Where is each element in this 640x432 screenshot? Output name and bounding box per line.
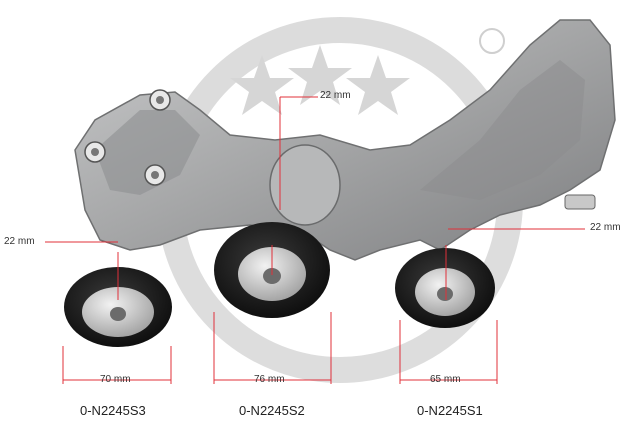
tensioner-bracket: [74, 19, 616, 261]
part-number-center: 0-N2245S2: [239, 403, 305, 418]
height-label-left: 22 mm: [4, 236, 35, 247]
registered-mark: [479, 28, 505, 54]
width-label-left: 70 mm: [100, 374, 131, 385]
part-number-left: 0-N2245S3: [80, 403, 146, 418]
height-label-top: 22 mm: [320, 90, 351, 101]
dimension-lines: [45, 96, 585, 384]
width-label-right: 65 mm: [430, 374, 461, 385]
part-number-right: 0-N2245S1: [417, 403, 483, 418]
pulley-left: [64, 267, 172, 347]
width-label-center: 76 mm: [254, 374, 285, 385]
pulley-right: [395, 248, 495, 328]
height-label-right: 22 mm: [590, 222, 621, 233]
